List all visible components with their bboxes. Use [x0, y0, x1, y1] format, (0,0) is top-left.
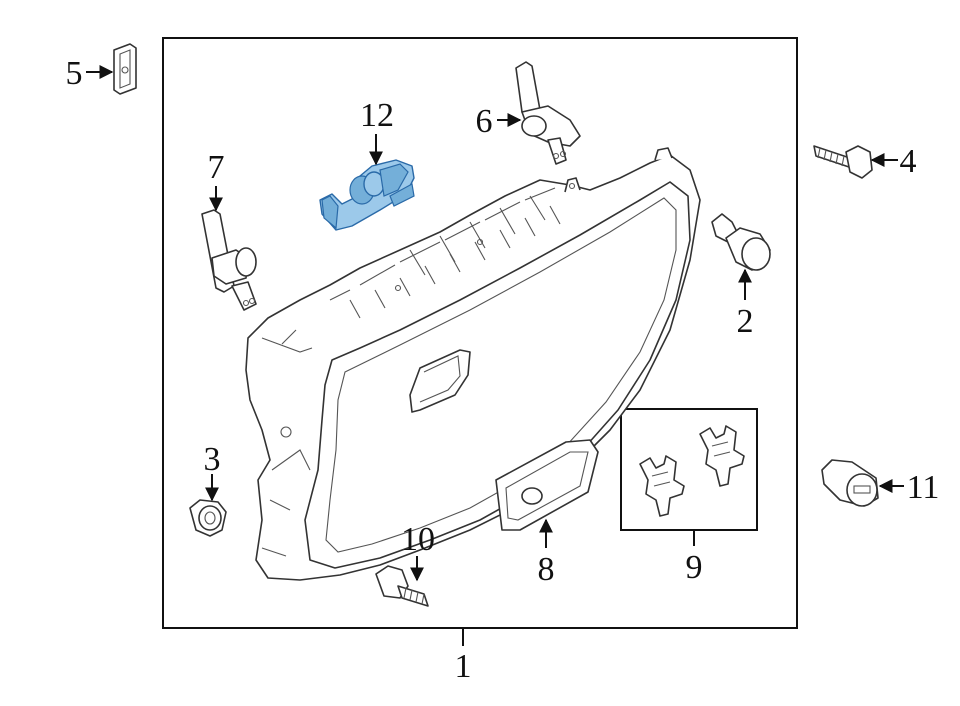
- callout-4: 4: [900, 143, 917, 180]
- callout-6: 6: [476, 103, 493, 140]
- callout-7: 7: [208, 149, 225, 186]
- stop-part: [201, 209, 257, 311]
- callout-9: 9: [686, 549, 703, 586]
- bolt-part: [813, 145, 873, 179]
- assembly-frame: [162, 37, 798, 629]
- lock-cylinder-part: [821, 459, 879, 507]
- nut-part: [189, 499, 227, 537]
- clip-part: [113, 43, 137, 95]
- callout-3: 3: [204, 441, 221, 478]
- callout-10: 10: [401, 521, 435, 558]
- bumper-part: [711, 213, 771, 271]
- clips-subframe: [620, 408, 758, 531]
- callout-11: 11: [907, 469, 940, 506]
- callout-2: 2: [737, 303, 754, 340]
- lamp-part: [319, 159, 415, 231]
- clips-part: [639, 425, 745, 517]
- screw-part: [375, 565, 429, 607]
- handle-part: [495, 439, 599, 531]
- callout-5: 5: [66, 55, 83, 92]
- glove-box-door: [245, 147, 701, 581]
- damper-part: [515, 61, 581, 165]
- callout-12: 12: [360, 97, 394, 134]
- callout-8: 8: [538, 551, 555, 588]
- callout-1: 1: [455, 648, 472, 685]
